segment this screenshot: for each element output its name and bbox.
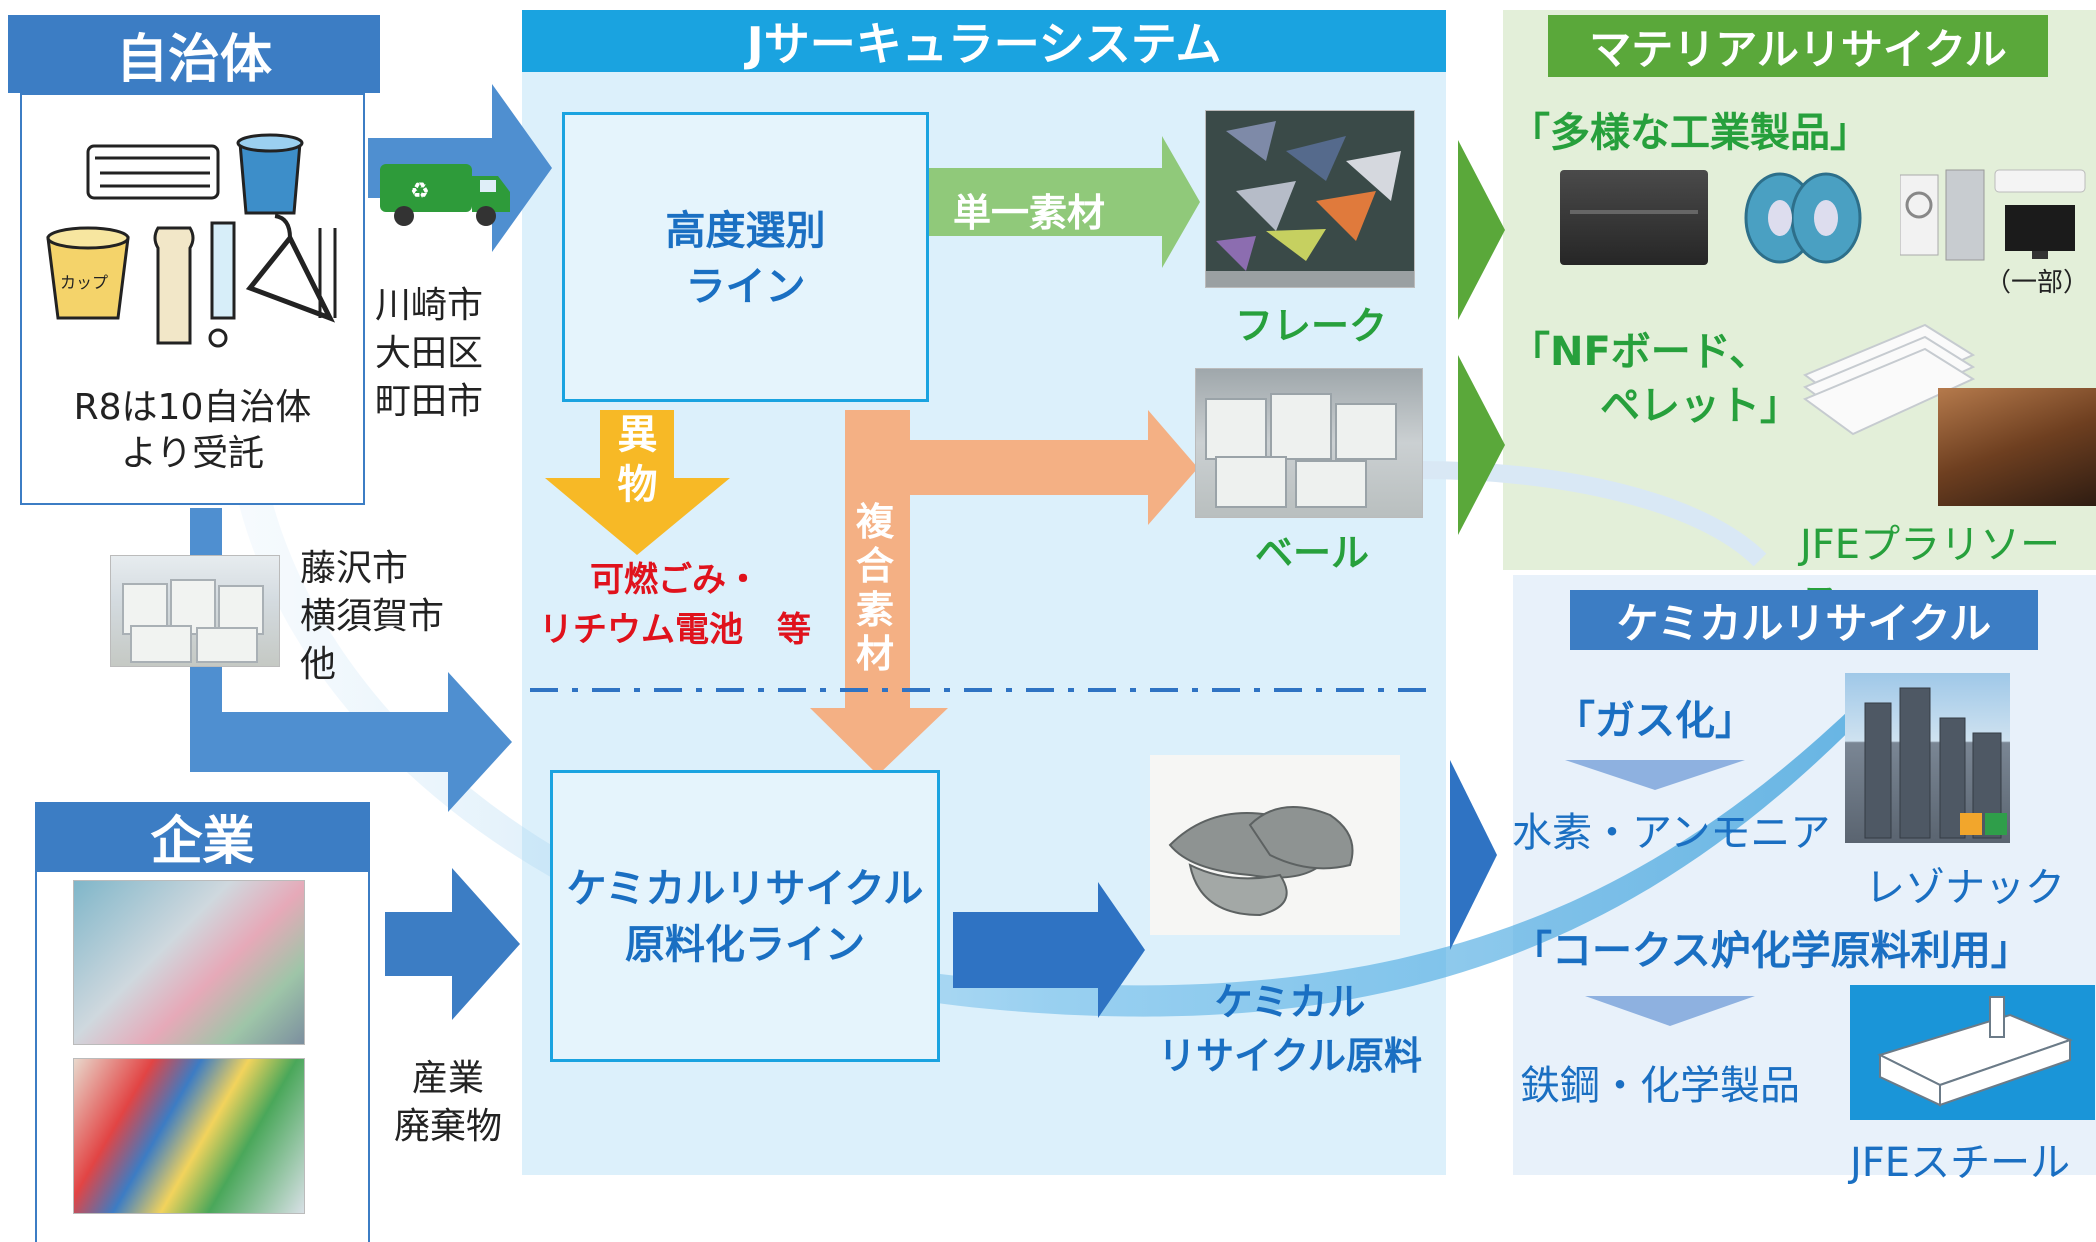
city-label: 横須賀市: [300, 596, 445, 637]
chemical-material-line2: リサイクル原料: [1157, 1034, 1423, 1078]
chevron-material-1: [1458, 140, 1505, 320]
foreign-item-2: リチウム電池 等: [539, 610, 811, 650]
arrow-composite: [810, 410, 948, 775]
city-label: 町田市: [375, 381, 484, 422]
foreign-item-1: 可燃ごみ・: [590, 560, 760, 600]
products-title: 「多様な工業製品」: [1510, 110, 1870, 156]
garbage-truck-icon: ♻: [380, 164, 510, 226]
foreign-label: 異物: [610, 410, 665, 510]
gasification-plant-image: [1845, 673, 2010, 843]
chemical-line-label2: 原料化ライン: [625, 922, 865, 968]
city-label: 大田区: [375, 333, 484, 374]
municipality-note-line2: より受託: [120, 433, 265, 474]
waste-illustration: カップ: [46, 133, 337, 348]
arrow-composite-branch: [905, 410, 1198, 525]
nf-board-label: 「NFボード、 ペレット」: [1510, 325, 1800, 433]
appliances-image: [1899, 165, 2090, 265]
arrow-foreign: [545, 410, 730, 555]
chemical-recycle-header: ケミカルリサイクル: [1570, 590, 2038, 650]
composite-material-text: 複合素材: [855, 500, 894, 676]
cities-group-a: 川崎市 大田区 町田市: [375, 282, 483, 426]
storage-box-image: [1560, 170, 1708, 265]
nf-board-line2: ペレット」: [1600, 383, 1800, 429]
gasification-label: 「ガス化」: [1555, 698, 1755, 744]
sorting-line-label1: 高度選別: [665, 208, 826, 254]
municipality-note: R8は10自治体 より受託: [20, 385, 365, 477]
flake-photo: [1205, 110, 1415, 288]
chemical-material-line1: ケミカル: [1214, 980, 1366, 1024]
bale-label: ベール: [1255, 531, 1370, 575]
triangle-coke: [1585, 996, 1755, 1026]
coke-oven-label: 「コークス炉化学原料利用」: [1512, 928, 2031, 974]
cities-group-b: 藤沢市 横須賀市 他: [300, 545, 444, 689]
company-label-line2: 廃棄物: [393, 1106, 502, 1147]
single-material-label: 単一素材: [953, 191, 1106, 235]
company-label: 産業 廃棄物: [378, 1055, 518, 1151]
foreign-items: 可燃ごみ・ リチウム電池 等: [510, 555, 840, 655]
municipality-header: 自治体: [8, 15, 380, 93]
jfe-steel-label: JFEスチール: [1850, 1140, 2071, 1186]
nf-board-line1: 「NFボード、: [1510, 329, 1770, 375]
chevron-material-2: [1458, 355, 1505, 535]
triangle-gas: [1565, 760, 1745, 790]
composite-material-label: 複合素材: [850, 500, 900, 676]
city-label: 川崎市: [375, 285, 484, 326]
industrial-waste-photo-2: [73, 1058, 305, 1214]
material-recycle-header: マテリアルリサイクル: [1548, 15, 2048, 77]
city-label: 藤沢市: [300, 548, 409, 589]
cycle-swoosh: [224, 140, 1881, 1017]
arrow-chemical-output: [953, 882, 1145, 1018]
chemical-line-box: ケミカルリサイクル 原料化ライン: [550, 770, 940, 1062]
sorting-line-box: 高度選別 ライン: [562, 112, 929, 402]
city-label: 他: [300, 644, 337, 685]
arrow-company: [385, 868, 520, 1020]
coke-products-label: 鉄鋼・化学製品: [1520, 1063, 1800, 1109]
company-label-line1: 産業: [411, 1058, 484, 1099]
chemical-line-label1: ケミカルリサイクル: [566, 866, 924, 912]
pellet-facility-image: [1938, 388, 2096, 506]
chemical-material-photo: [1150, 755, 1400, 935]
strapping-band-image: [1742, 168, 1864, 268]
system-title: Jサーキュラーシステム: [522, 10, 1446, 72]
nf-board-image: [1795, 315, 1980, 440]
arrow-municipality-bottom: [190, 508, 512, 812]
svg-text:カップ: カップ: [60, 273, 108, 292]
flake-label: フレーク: [1235, 304, 1388, 348]
gas-products-label: 水素・アンモニア: [1512, 810, 1831, 856]
industrial-waste-photo-1: [73, 880, 305, 1045]
chemical-material-label: ケミカル リサイクル原料: [1130, 975, 1450, 1083]
svg-text:♻: ♻: [410, 179, 430, 204]
partial-note: （一部）: [1985, 268, 2090, 298]
resonac-label: レゾナック: [1865, 865, 2065, 911]
sorting-line-label2: ライン: [685, 264, 806, 310]
company-header: 企業: [35, 802, 370, 872]
coke-oven-image: [1850, 985, 2095, 1120]
foreign-text: 異物: [617, 412, 658, 508]
bale-photo: [1195, 368, 1423, 518]
arrow-single-material: [928, 136, 1200, 268]
municipality-note-line1: R8は10自治体: [73, 387, 312, 428]
chevron-chemical: [1450, 760, 1497, 950]
bale-photo-municipality: [110, 555, 280, 667]
